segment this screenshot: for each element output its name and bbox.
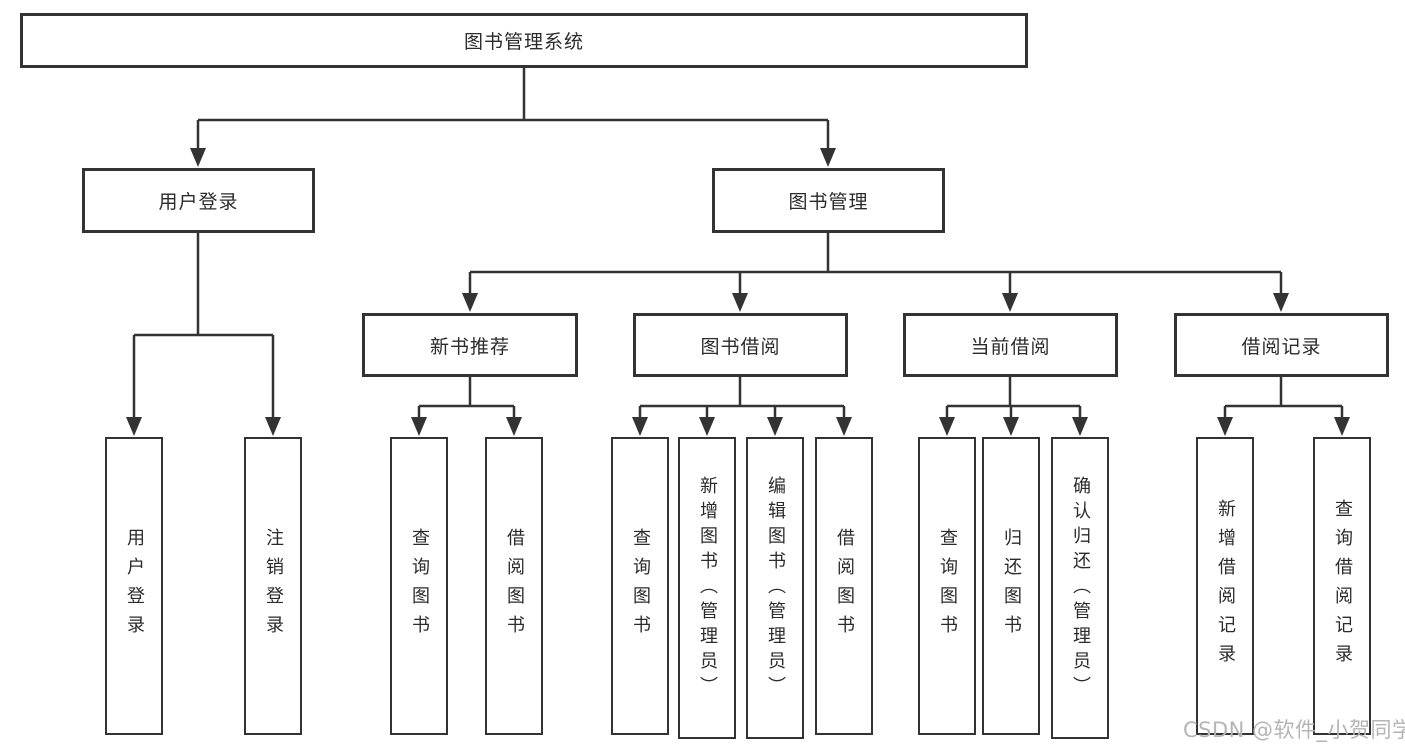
connector-new-book-branch	[417, 377, 516, 418]
node-return-books: 归还图书	[982, 437, 1040, 735]
arrow-down-icon	[732, 293, 748, 312]
node-confirm-return-admin: 确认归还（管理员）	[1051, 437, 1109, 739]
connector-book-borrowing-branch	[638, 377, 846, 418]
arrow-down-icon	[190, 148, 206, 167]
arrow-down-icon	[506, 417, 522, 436]
node-book-borrowing: 图书借阅	[633, 313, 848, 377]
node-current-borrowing: 当前借阅	[903, 313, 1118, 377]
arrow-down-icon	[820, 148, 836, 167]
arrow-down-icon	[632, 417, 648, 436]
arrow-down-icon	[462, 293, 478, 312]
connector-borrowing-records-branch	[1223, 377, 1344, 418]
arrow-down-icon	[411, 417, 427, 436]
node-query-books-current: 查询图书	[918, 437, 976, 735]
arrow-down-icon	[1273, 293, 1289, 312]
arrow-down-icon	[126, 417, 142, 436]
node-logout-leaf: 注销登录	[244, 437, 302, 735]
node-root: 图书管理系统	[20, 13, 1028, 68]
node-user-login-leaf: 用户登录	[105, 437, 163, 735]
arrow-down-icon	[939, 417, 955, 436]
arrow-down-icon	[1334, 417, 1350, 436]
connector-user-login-branch	[132, 233, 275, 418]
node-borrow-books-recommend: 借阅图书	[485, 437, 543, 735]
arrow-down-icon	[1002, 293, 1018, 312]
arrow-down-icon	[699, 417, 715, 436]
arrow-down-icon	[1217, 417, 1233, 436]
node-borrowing-records: 借阅记录	[1174, 313, 1389, 377]
node-add-borrow-record: 新增借阅记录	[1196, 437, 1254, 735]
node-new-book-recommendation: 新书推荐	[362, 313, 578, 377]
connector-current-borrowing-branch	[945, 377, 1082, 418]
arrow-down-icon	[265, 417, 281, 436]
arrow-down-icon	[836, 417, 852, 436]
arrow-down-icon	[1003, 417, 1019, 436]
connector-root-to-level2	[196, 68, 830, 149]
node-user-login: 用户登录	[82, 168, 315, 233]
node-borrow-books-leaf: 借阅图书	[815, 437, 873, 735]
arrow-down-icon	[1072, 417, 1088, 436]
node-book-management: 图书管理	[712, 168, 945, 233]
watermark: CSDN @软件_小贺同学	[1183, 718, 1405, 742]
arrowheads	[126, 148, 1350, 436]
node-edit-book-admin: 编辑图书（管理员）	[746, 437, 804, 739]
connector-book-management-branch	[468, 233, 1283, 294]
arrow-down-icon	[767, 417, 783, 436]
node-query-books-recommend: 查询图书	[390, 437, 448, 735]
node-query-books-borrowing: 查询图书	[611, 437, 669, 735]
node-query-borrow-record: 查询借阅记录	[1313, 437, 1371, 735]
node-add-book-admin: 新增图书（管理员）	[678, 437, 736, 739]
